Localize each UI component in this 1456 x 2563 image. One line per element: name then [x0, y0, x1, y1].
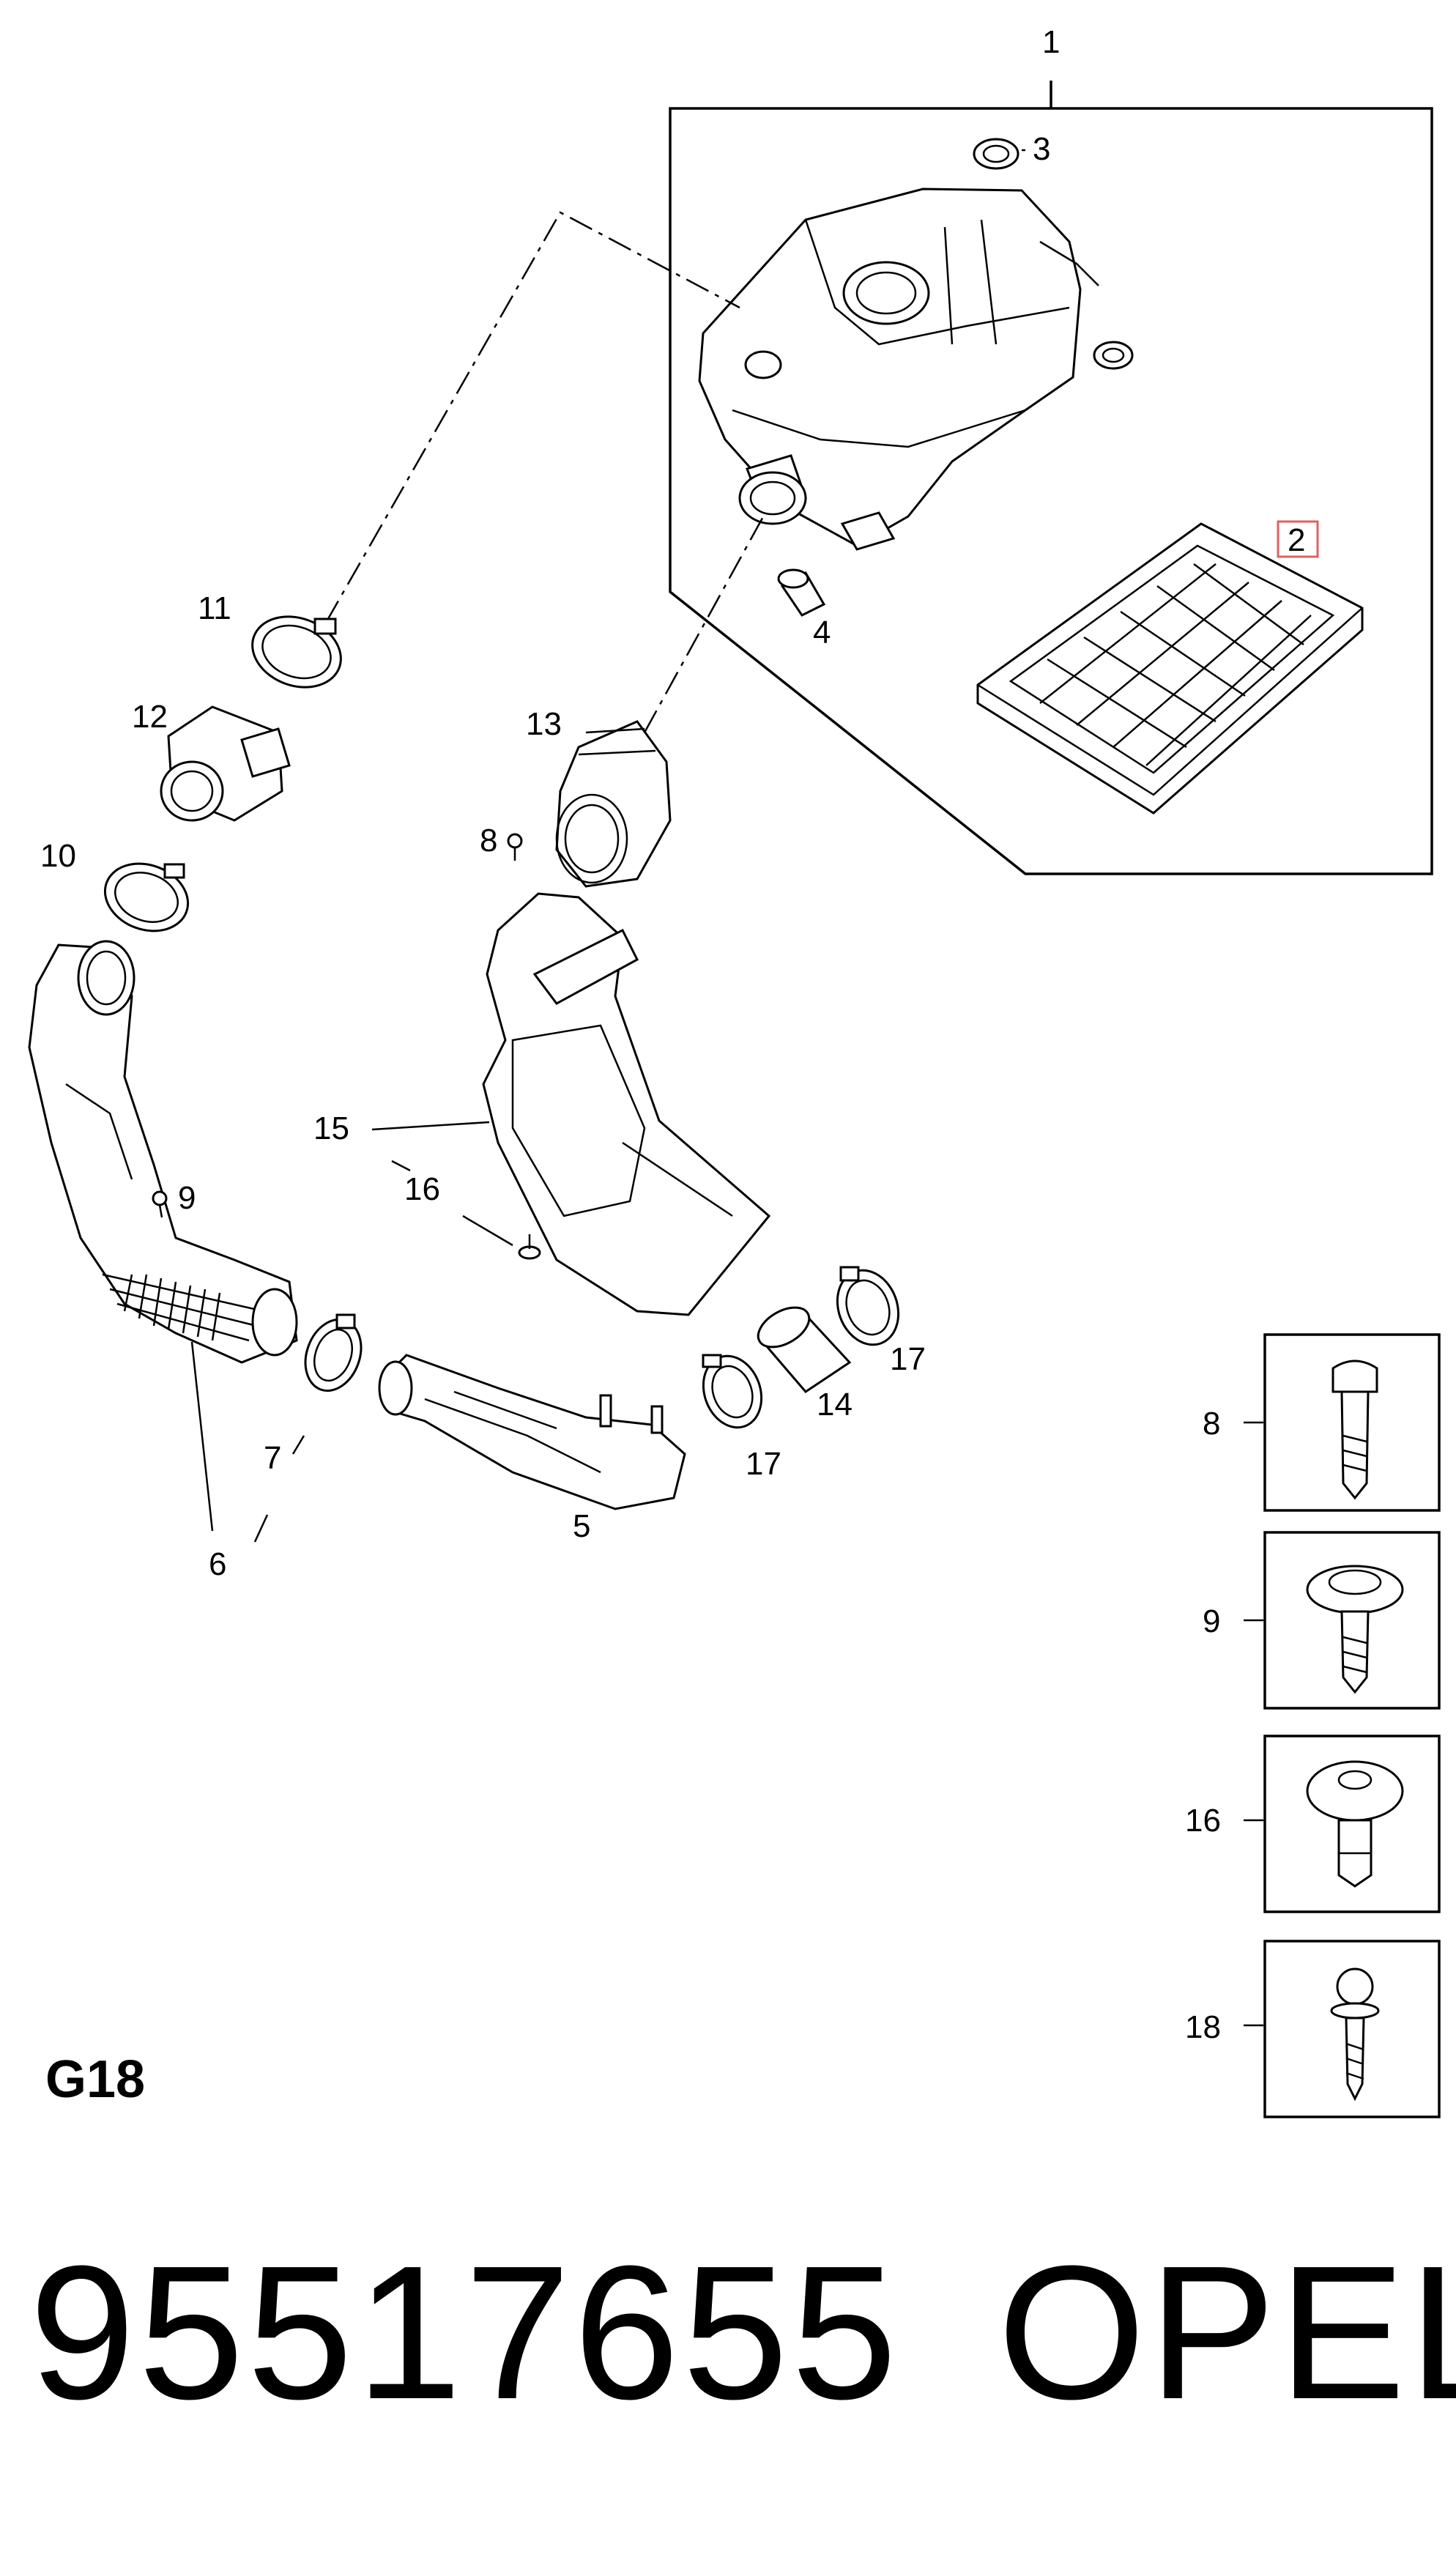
- section-label: G18: [45, 2050, 146, 2109]
- clamp-part-11[interactable]: [242, 605, 351, 700]
- coupler-part-14[interactable]: [751, 1299, 852, 1393]
- assembly-outline: [669, 81, 1433, 875]
- callout-6: 6: [209, 1546, 226, 1582]
- intake-hose-part-6[interactable]: [28, 940, 298, 1364]
- callout-5: 5: [573, 1508, 590, 1544]
- callout-15: 15: [313, 1110, 349, 1146]
- callout-13: 13: [526, 706, 562, 742]
- air-filter-element[interactable]: [976, 522, 1364, 815]
- callout-labels: 1 2 3 4 5 6 7 8 9 10 11 12 13 14 15 16 1…: [40, 24, 1305, 2045]
- dash-dot-leaders: [324, 211, 767, 733]
- fastener-box-18[interactable]: [1263, 1940, 1441, 2118]
- callout-17-left: 17: [746, 1446, 781, 1482]
- maf-sensor-part-12[interactable]: [160, 705, 291, 822]
- fastener-box-label-18: 18: [1185, 2009, 1221, 2045]
- grommet-part-3[interactable]: [973, 138, 1025, 170]
- callout-10: 10: [40, 838, 76, 874]
- callout-2: 2: [1288, 522, 1305, 558]
- callout-4: 4: [813, 615, 831, 650]
- bushing-part-4[interactable]: [777, 568, 826, 617]
- screw-part-9-small[interactable]: [152, 1190, 168, 1218]
- callout-7: 7: [264, 1440, 281, 1476]
- intake-boot-part-13[interactable]: [555, 720, 672, 888]
- intake-hose-part-5[interactable]: [378, 1354, 686, 1510]
- part-number: 95517655: [29, 2227, 900, 2439]
- callout-17-right: 17: [890, 1341, 926, 1377]
- leader-lines: [190, 1121, 1263, 2027]
- air-duct-part-15[interactable]: [482, 892, 771, 1316]
- clamp-part-7[interactable]: [296, 1312, 371, 1399]
- fastener-box-label-16: 16: [1185, 1803, 1221, 1839]
- air-cleaner-housing[interactable]: [698, 188, 1099, 551]
- fastener-box-16[interactable]: [1263, 1735, 1441, 1913]
- callout-12: 12: [132, 699, 168, 735]
- fastener-box-label-8: 8: [1203, 1406, 1220, 1442]
- brand-name: OPEL: [998, 2227, 1456, 2439]
- fastener-box-label-9: 9: [1203, 1603, 1220, 1639]
- clamp-part-10[interactable]: [95, 853, 197, 942]
- clamp-part-17-left[interactable]: [694, 1348, 771, 1436]
- callout-8: 8: [480, 823, 497, 858]
- part-2-highlight-box: [1277, 520, 1319, 558]
- fastener-part-16-small[interactable]: [518, 1234, 541, 1260]
- callout-14: 14: [817, 1387, 853, 1423]
- callout-9: 9: [178, 1180, 196, 1216]
- callout-1: 1: [1042, 24, 1060, 60]
- callout-11: 11: [198, 590, 231, 626]
- screw-part-8-small[interactable]: [507, 833, 523, 861]
- fastener-box-9[interactable]: [1263, 1531, 1441, 1710]
- fastener-box-8[interactable]: [1263, 1333, 1441, 1512]
- callout-3: 3: [1033, 131, 1050, 167]
- callout-16: 16: [404, 1171, 440, 1207]
- grommet-right: [1093, 341, 1134, 370]
- clamp-part-17-right[interactable]: [828, 1261, 909, 1353]
